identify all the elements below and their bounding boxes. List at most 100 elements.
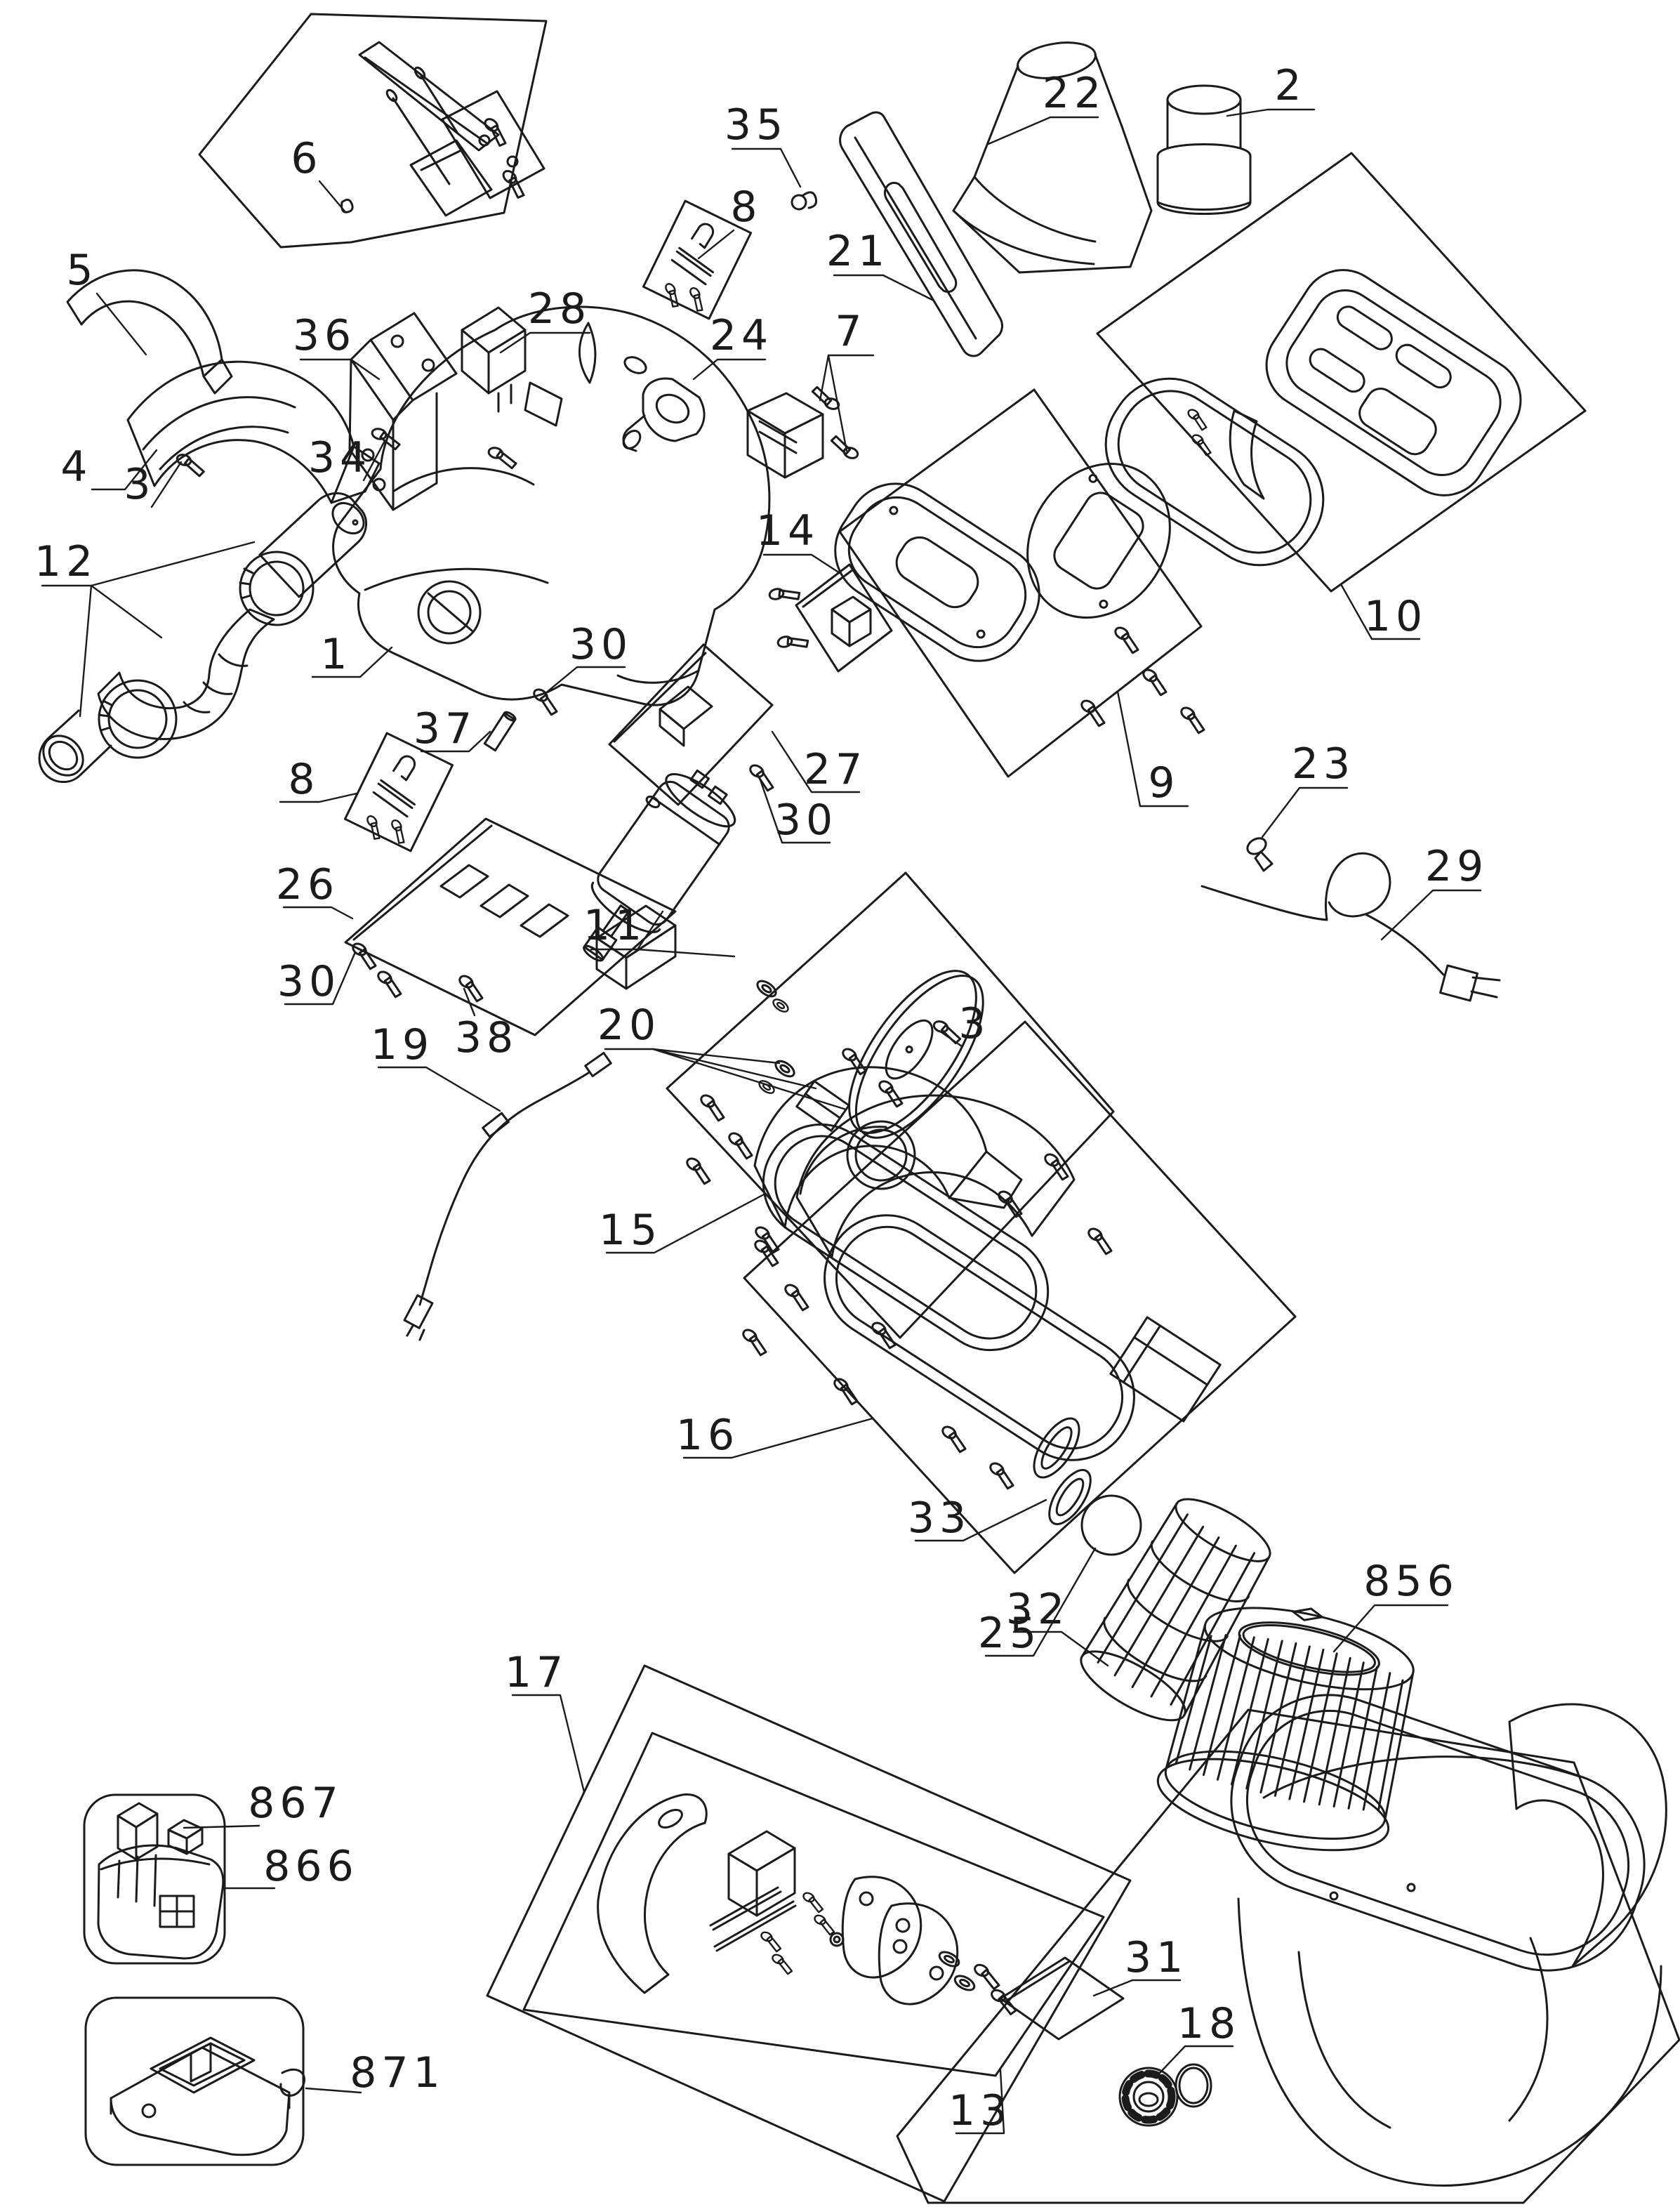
leader-line-14 <box>762 553 841 574</box>
leader-line-867 <box>183 1824 260 1829</box>
leader-line-17 <box>511 1694 586 1793</box>
leader-line-38 <box>463 987 476 1017</box>
part-nozzle-22-sketch <box>952 41 1153 274</box>
part-main-body-1-sketch <box>332 305 771 706</box>
part-label-5: 5 <box>66 246 98 295</box>
leader-line-3 <box>150 461 183 508</box>
group-box-tank <box>896 1708 1680 2204</box>
part-label-2: 2 <box>1274 61 1306 110</box>
part-label-20: 20 <box>597 1001 661 1050</box>
leader-line-22 <box>987 116 1099 145</box>
part-button-24-sketch <box>622 377 706 452</box>
leader-line-15 <box>605 1192 767 1254</box>
part-label-8: 8 <box>288 755 319 804</box>
part-label-25: 25 <box>978 1609 1041 1658</box>
leader-line-3 <box>938 1029 963 1048</box>
part-label-28: 28 <box>528 284 591 334</box>
leader-line-26 <box>282 906 354 920</box>
leader-line-20 <box>652 1048 817 1090</box>
leader-line-11 <box>636 948 736 958</box>
part-label-30: 30 <box>774 796 838 845</box>
part-trim-5-sketch <box>66 269 233 395</box>
part-adapter-2-sketch <box>1156 84 1252 215</box>
part-hose-12-sketch <box>38 492 368 783</box>
leader-line-5 <box>95 292 147 356</box>
part-label-16: 16 <box>676 1411 739 1460</box>
part-motor-11-sketch <box>583 769 736 962</box>
leader-line-36 <box>299 358 381 381</box>
part-relay-28-sketch <box>461 306 527 413</box>
leader-line-856 <box>1332 1604 1449 1653</box>
leader-line-32 <box>1012 1630 1109 1667</box>
leader-line-30 <box>543 666 626 695</box>
leader-line-7 <box>819 354 875 402</box>
part-wire-19-sketch <box>403 1051 612 1341</box>
part-label-871: 871 <box>350 2048 445 2097</box>
part-label-8: 8 <box>730 183 762 232</box>
leader-line-37 <box>420 730 491 753</box>
leader-line-35 <box>731 147 802 188</box>
part-label-31: 31 <box>1125 1933 1188 1982</box>
leader-line-30 <box>284 951 357 1006</box>
part-label-23: 23 <box>1292 739 1355 789</box>
group-box-10 <box>1096 152 1587 593</box>
part-label-7: 7 <box>835 307 866 356</box>
leader-line-10 <box>1340 583 1421 640</box>
part-label-37: 37 <box>414 704 477 753</box>
group-box-17 <box>486 1664 1132 2203</box>
part-panel-27-sketch <box>608 643 774 806</box>
group-box-13 <box>522 1732 1105 2077</box>
leader-line-29 <box>1380 889 1482 941</box>
part-label-19: 19 <box>371 1020 434 1069</box>
part-label-4: 4 <box>60 442 92 492</box>
leader-line-33 <box>914 1498 1047 1542</box>
part-crevice-21-sketch <box>839 111 1003 357</box>
part-pcb-14-sketch <box>767 563 893 673</box>
part-label-29: 29 <box>1425 842 1488 891</box>
part-latch-36-sketch <box>348 312 458 511</box>
leader-line-30 <box>758 777 831 844</box>
part-motor-cover-9-sketch <box>834 463 1211 736</box>
part-label-856: 856 <box>1363 1557 1459 1606</box>
part-label-21: 21 <box>826 227 889 276</box>
part-filter-856-sketch <box>1156 1607 1415 1852</box>
leader-line-4 <box>91 449 158 491</box>
part-label-24: 24 <box>710 311 773 360</box>
part-handle-kit-6-sketch <box>340 41 545 217</box>
part-switch-7-sketch <box>746 392 824 479</box>
part-label-38: 38 <box>455 1013 518 1062</box>
part-label-3: 3 <box>958 999 990 1048</box>
leader-line-871 <box>305 2087 362 2094</box>
leader-line-13 <box>955 2069 1005 2135</box>
part-label-35: 35 <box>725 100 788 150</box>
leader-line-8 <box>279 792 358 803</box>
part-label-3: 3 <box>124 460 155 509</box>
part-label-867: 867 <box>248 1779 343 1828</box>
leader-line-21 <box>833 274 935 302</box>
part-label-1: 1 <box>320 630 352 679</box>
part-label-22: 22 <box>1043 69 1106 118</box>
part-label-866: 866 <box>263 1842 359 1891</box>
part-plate-31-sketch <box>999 1956 1125 2041</box>
leader-line-6 <box>318 180 347 213</box>
battery-frame <box>83 1793 226 1965</box>
part-label-18: 18 <box>1177 1999 1241 2048</box>
part-label-30: 30 <box>569 620 633 669</box>
part-label-12: 12 <box>34 537 98 586</box>
leader-line-8 <box>697 229 735 260</box>
part-label-27: 27 <box>804 745 867 794</box>
leader-line-7 <box>827 354 848 452</box>
part-label-32: 32 <box>1006 1585 1069 1634</box>
leader-line-9 <box>1116 690 1189 808</box>
part-clip-35-sketch <box>791 191 817 211</box>
part-ball-25-sketch <box>1080 1494 1142 1556</box>
part-label-14: 14 <box>756 506 819 555</box>
part-cap-18-sketch <box>1118 2063 1212 2127</box>
leader-line-19 <box>377 1066 501 1112</box>
leader-line-1 <box>311 646 393 678</box>
part-panel-26-sketch <box>344 817 677 1036</box>
part-charger-871-sketch <box>110 2036 305 2156</box>
part-label-11: 11 <box>583 901 647 950</box>
part-tank-bowl-sketch <box>1230 1694 1667 2187</box>
